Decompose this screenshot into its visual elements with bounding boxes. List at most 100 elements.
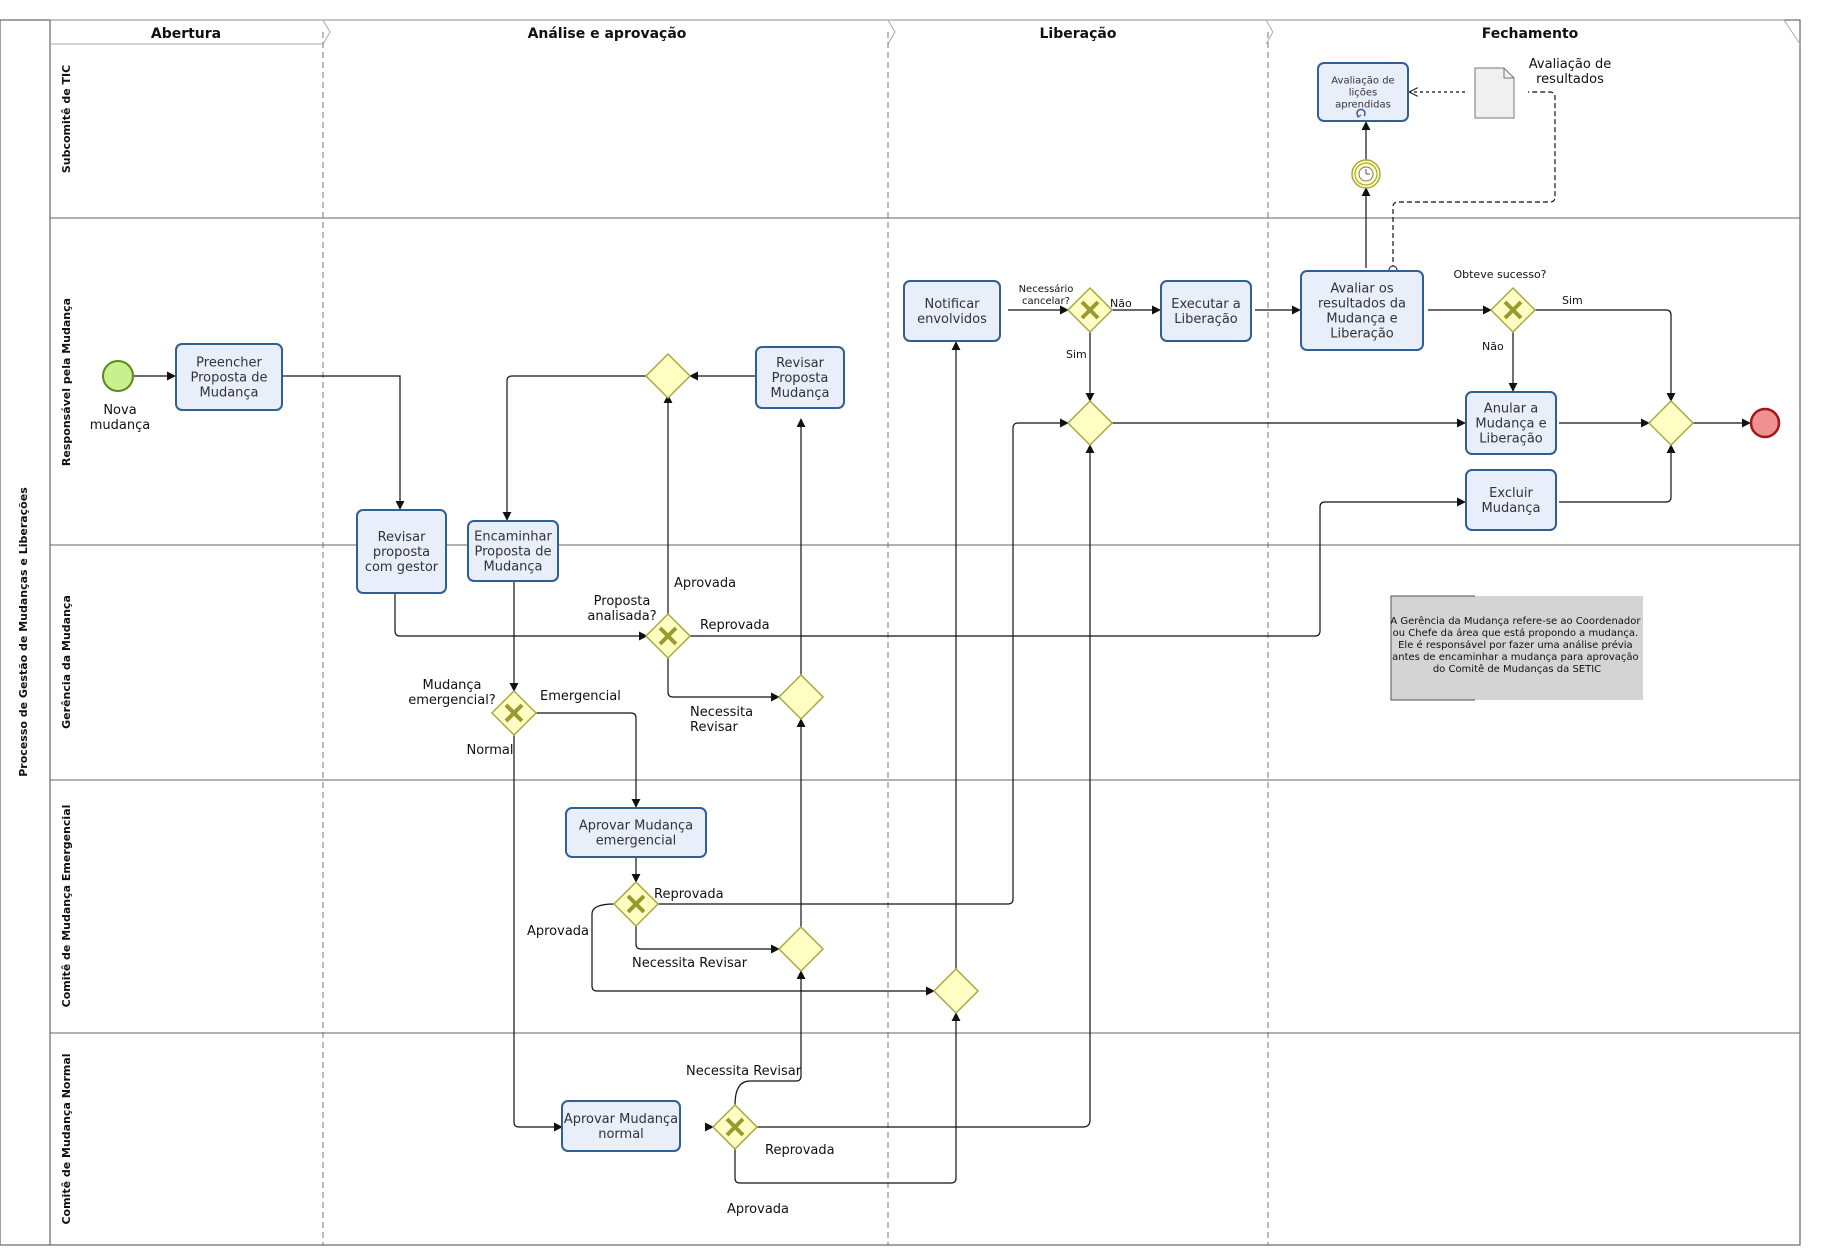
task-box[interactable] bbox=[1465, 469, 1557, 531]
gw-merge-gateway[interactable] bbox=[1066, 399, 1114, 447]
gateway-diamond[interactable] bbox=[1647, 399, 1695, 447]
gateway-diamond[interactable] bbox=[644, 352, 692, 400]
gw-end-gateway[interactable] bbox=[1647, 399, 1695, 447]
label-line: Necessita bbox=[690, 705, 753, 720]
flow-gw-cmn-revisar-to-gw-cme2 bbox=[734, 970, 806, 1106]
label-nao-sucesso: Não bbox=[1482, 340, 1504, 353]
task-box[interactable] bbox=[175, 343, 283, 411]
gw-sucesso-gateway[interactable] bbox=[1489, 286, 1537, 334]
gw-cancelar-gateway[interactable] bbox=[1066, 286, 1114, 334]
task-label-line: lições bbox=[1349, 88, 1378, 99]
loop-icon bbox=[1356, 108, 1366, 118]
lane-title-cmn: Comitê de Mudança Normal bbox=[60, 1053, 73, 1224]
flow-gw-sucesso-sim-to-gw-end bbox=[1535, 309, 1676, 402]
exclusive-x-icon bbox=[1503, 300, 1523, 320]
flow-preencher-to-revisar-gestor bbox=[283, 375, 405, 510]
task-box[interactable] bbox=[561, 1100, 681, 1152]
association-flows bbox=[1392, 91, 1556, 270]
start-event-circle[interactable] bbox=[102, 360, 134, 392]
task-box[interactable] bbox=[356, 509, 447, 594]
end-event[interactable] bbox=[1749, 407, 1781, 439]
label-line: analisada? bbox=[587, 609, 656, 624]
task-label-line: Mudança e bbox=[1326, 312, 1397, 327]
task-box[interactable] bbox=[1465, 391, 1557, 455]
annotation-line: do Comitê de Mudanças da SETIC bbox=[1433, 663, 1601, 675]
task-label-line: Mudança e bbox=[1475, 417, 1546, 432]
task-box[interactable] bbox=[467, 520, 559, 582]
gw-cme-revisar-gateway[interactable] bbox=[777, 925, 825, 973]
exclusive-x-icon bbox=[504, 703, 524, 723]
task-box[interactable] bbox=[1160, 280, 1252, 342]
task-label-line: com gestor bbox=[365, 560, 439, 575]
flow-gw-emergencial-to-aprovar-emergencial bbox=[536, 712, 641, 808]
gw-emergencial-gateway[interactable] bbox=[490, 689, 538, 737]
label-necessita-revisar-cmn: Necessita Revisar bbox=[686, 1064, 802, 1079]
gw-top-gateway[interactable] bbox=[644, 352, 692, 400]
task-label-line: Proposta de bbox=[474, 545, 551, 560]
end-event-circle[interactable] bbox=[1749, 407, 1781, 439]
document-icon[interactable] bbox=[1474, 67, 1515, 119]
phase-separators bbox=[322, 32, 1269, 1245]
phase-title-analise: Análise e aprovação bbox=[528, 26, 687, 42]
gw-cmn-gateway[interactable] bbox=[711, 1103, 759, 1151]
label-line: Revisar bbox=[690, 720, 738, 735]
task-label-line: Proposta bbox=[772, 371, 829, 386]
task-label-line: Anular a bbox=[1484, 402, 1538, 417]
task-label-line: Aprovar Mudança bbox=[564, 1112, 678, 1127]
task-label-line: aprendidas bbox=[1335, 100, 1391, 111]
gw-cme-gateway[interactable] bbox=[612, 880, 660, 928]
task-label-line: Excluir bbox=[1489, 486, 1533, 501]
gw-notificar-gateway[interactable] bbox=[932, 967, 980, 1015]
gateway-diamond[interactable] bbox=[932, 967, 980, 1015]
task-label-line: emergencial bbox=[596, 834, 677, 849]
gateway-diamond[interactable] bbox=[1066, 399, 1114, 447]
task-label-line: Mudança bbox=[1481, 501, 1540, 516]
task-label-line: envolvidos bbox=[917, 312, 987, 327]
label-necessita-revisar-cme: Necessita Revisar bbox=[632, 956, 748, 971]
task-label-line: Mudança bbox=[199, 386, 258, 401]
exclusive-x-icon bbox=[725, 1117, 745, 1137]
flow-gw-cme-reprovada-to-gw-merge bbox=[658, 418, 1069, 905]
gateway-diamond[interactable] bbox=[777, 673, 825, 721]
task-box[interactable] bbox=[565, 807, 707, 858]
task-box[interactable] bbox=[903, 280, 1001, 342]
label-line: emergencial? bbox=[408, 693, 496, 708]
gw-analisada-gateway[interactable] bbox=[644, 612, 692, 660]
task-box[interactable] bbox=[755, 346, 845, 409]
label-sim-sucesso: Sim bbox=[1562, 294, 1583, 307]
text-annotation: A Gerência da Mudança refere-se ao Coord… bbox=[1390, 595, 1643, 701]
timer-event[interactable] bbox=[1351, 159, 1381, 189]
label-reprovada-cmn: Reprovada bbox=[765, 1143, 835, 1158]
flow-gw-emergencial-to-aprovar-normal bbox=[513, 735, 563, 1132]
label-nao-cancelar: Não bbox=[1110, 297, 1132, 310]
gateway-diamond[interactable] bbox=[777, 925, 825, 973]
task-box[interactable] bbox=[1317, 62, 1409, 122]
task-box[interactable] bbox=[1300, 270, 1424, 351]
flow-gw-cme-aprovada-to-gw-notificar bbox=[591, 903, 935, 996]
gw-ger-revisar-gateway[interactable] bbox=[777, 673, 825, 721]
